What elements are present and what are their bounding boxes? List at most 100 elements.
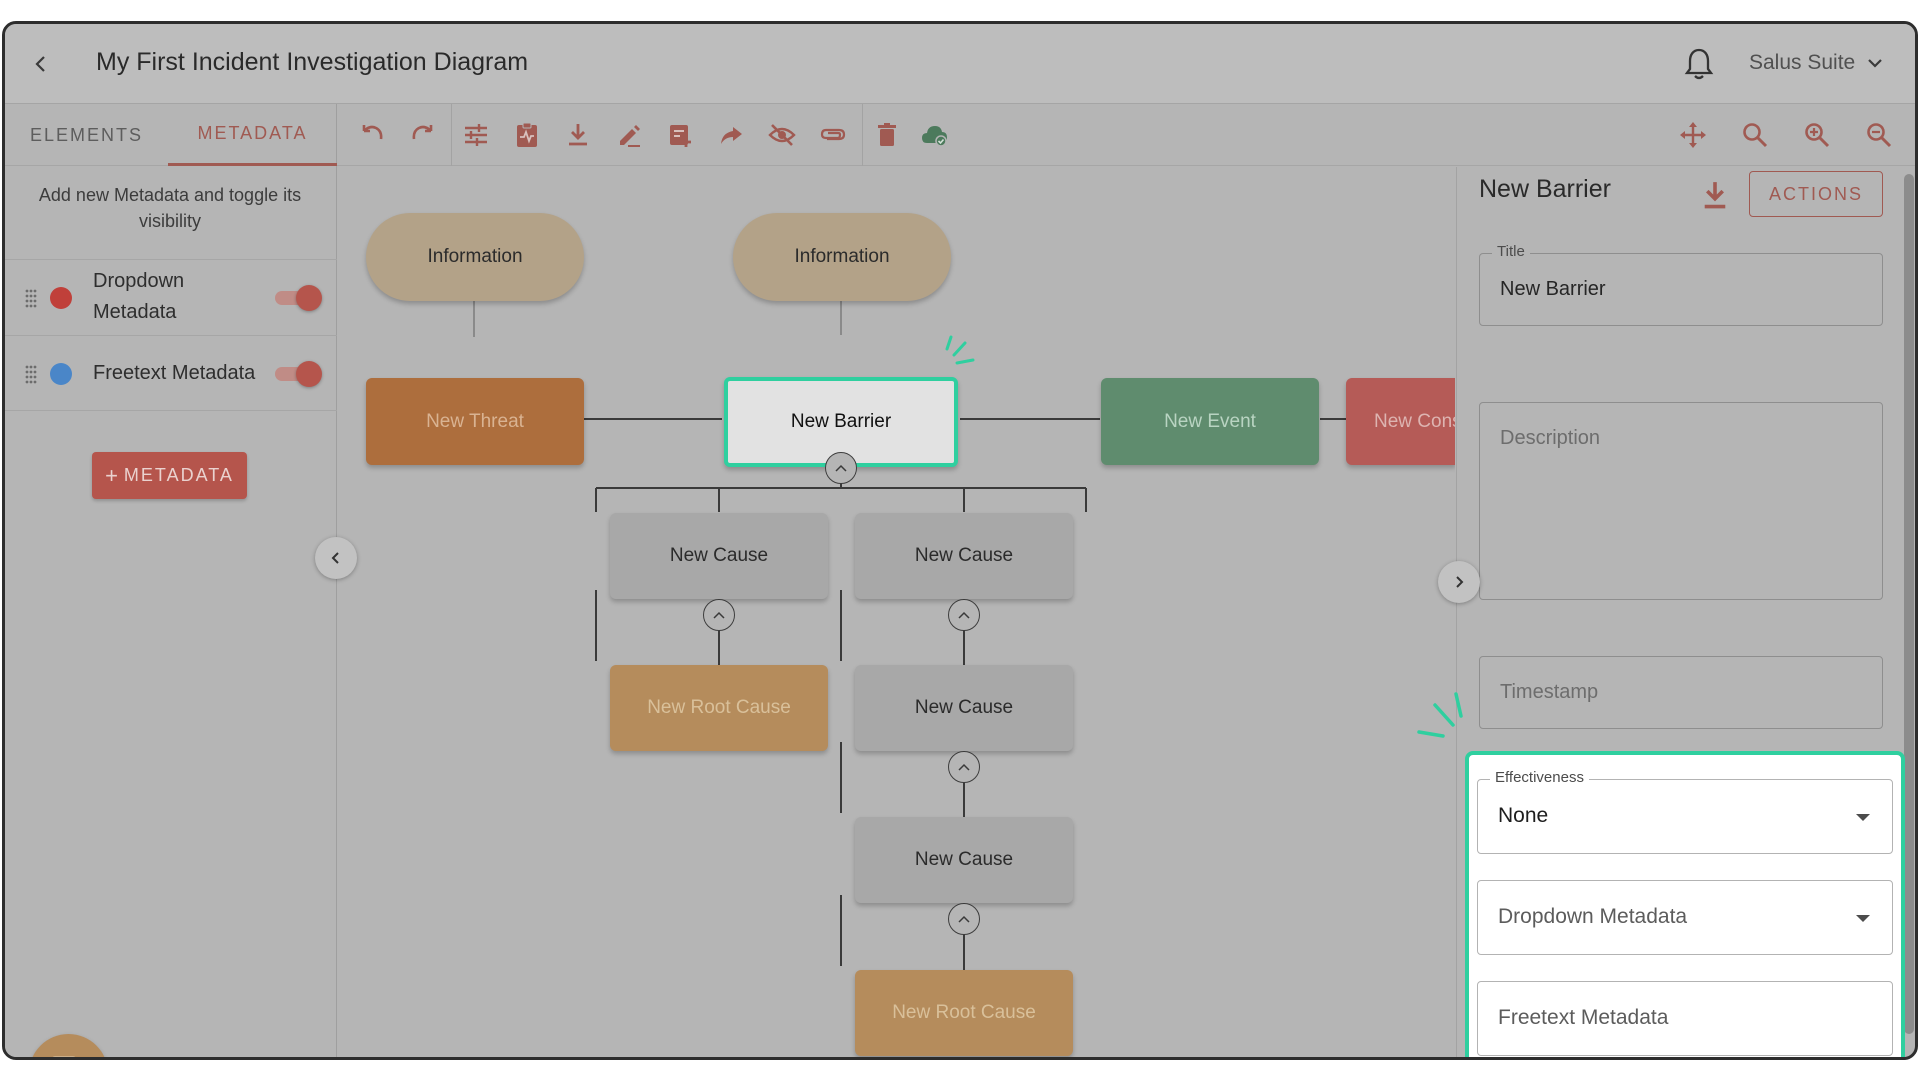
attach-icon [820, 128, 846, 141]
chevron-left-icon [331, 552, 339, 564]
collapse-toggle[interactable] [948, 751, 980, 783]
tab-elements[interactable]: ELEMENTS [29, 124, 144, 145]
cause-node[interactable]: New Cause [610, 513, 828, 599]
move-icon [1680, 122, 1706, 148]
title-field[interactable]: Title New Barrier [1479, 243, 1883, 326]
share-button[interactable] [712, 116, 750, 154]
event-node[interactable]: New Event [1101, 378, 1319, 465]
add-form-button[interactable] [661, 116, 699, 154]
visibility-toggle[interactable] [271, 285, 322, 311]
metadata-item[interactable]: Freetext Metadata [5, 335, 337, 411]
chevron-up-icon [958, 763, 970, 771]
metadata-label: Freetext Metadata [93, 362, 256, 384]
consequence-node[interactable]: New Cons [1346, 378, 1455, 465]
plus-icon: + [105, 462, 120, 488]
collapse-toggle[interactable] [948, 599, 980, 631]
sparkle-icon [945, 335, 975, 365]
cause-node[interactable]: New Cause [855, 817, 1073, 903]
back-button[interactable] [23, 46, 59, 82]
chevron-left-icon [35, 56, 45, 72]
metadata-item[interactable]: Dropdown Metadata [5, 259, 337, 335]
title-field-label: Title [1492, 243, 1530, 260]
effectiveness-value: None [1498, 804, 1549, 827]
edit-button[interactable] [610, 116, 648, 154]
redo-icon [412, 125, 433, 140]
collapse-left-panel-button[interactable] [315, 537, 357, 579]
timestamp-placeholder: Timestamp [1500, 681, 1599, 703]
tab-metadata[interactable]: METADATA [168, 104, 337, 166]
toggle-visibility-button[interactable] [763, 116, 801, 154]
root-cause-node[interactable]: New Root Cause [610, 665, 828, 751]
actions-button[interactable]: ACTIONS [1749, 171, 1883, 217]
download-button[interactable] [559, 116, 597, 154]
notifications-button[interactable] [1682, 46, 1716, 82]
drag-handle-icon[interactable] [24, 288, 38, 308]
collapse-toggle[interactable] [948, 903, 980, 935]
visibility-toggle[interactable] [271, 361, 322, 387]
undo-button[interactable] [353, 116, 391, 154]
collapse-right-panel-button[interactable] [1438, 561, 1480, 603]
collapse-toggle[interactable] [825, 452, 857, 484]
search-icon [1743, 123, 1768, 148]
information-node[interactable]: Information [733, 213, 951, 301]
freetext-metadata-field[interactable]: Freetext Metadata [1477, 981, 1893, 1056]
help-chat-icon [51, 1056, 76, 1057]
dropdown-metadata-placeholder: Dropdown Metadata [1498, 905, 1688, 928]
effectiveness-label: Effectiveness [1490, 769, 1589, 786]
chevron-right-icon [1456, 576, 1464, 588]
bell-icon [1684, 48, 1714, 80]
cause-node[interactable]: New Cause [855, 665, 1073, 751]
edit-icon [620, 125, 640, 147]
left-panel: ELEMENTS METADATA Add new Metadata and t… [5, 104, 337, 1057]
attach-button[interactable] [814, 116, 852, 154]
dropdown-metadata-select[interactable]: Dropdown Metadata [1477, 880, 1893, 955]
metadata-label: Dropdown Metadata [93, 270, 185, 323]
account-label: Salus Suite [1749, 51, 1856, 74]
toolbar [337, 104, 1915, 166]
freetext-metadata-placeholder: Freetext Metadata [1498, 1006, 1669, 1029]
filter-settings-button[interactable] [457, 116, 495, 154]
add-metadata-button[interactable]: + METADATA [92, 452, 247, 499]
account-menu[interactable]: Salus Suite [1749, 51, 1883, 75]
zoom-out-icon [1867, 123, 1892, 148]
panel-scrollbar[interactable] [1904, 174, 1914, 1034]
redo-button[interactable] [404, 116, 442, 154]
page-title: My First Incident Investigation Diagram [96, 48, 529, 76]
effectiveness-select[interactable]: Effectiveness None [1477, 769, 1893, 854]
panel-title: New Barrier [1479, 175, 1611, 203]
zoom-out-button[interactable] [1860, 116, 1898, 154]
diagram-canvas[interactable]: Information Information New Threat New B… [338, 167, 1455, 1057]
root-cause-node[interactable]: New Root Cause [855, 970, 1073, 1056]
cloud-sync-status[interactable] [915, 116, 953, 154]
title-field-value: New Barrier [1500, 278, 1606, 300]
app-window: My First Incident Investigation Diagram … [2, 21, 1918, 1060]
highlighted-fields-section: Effectiveness None Dropdown Metadata Fre… [1465, 751, 1905, 1057]
information-node[interactable]: Information [366, 213, 584, 301]
timestamp-field[interactable]: Timestamp [1479, 656, 1883, 729]
chevron-up-icon [958, 915, 970, 923]
cause-node[interactable]: New Cause [855, 513, 1073, 599]
metadata-color-dot [50, 287, 72, 309]
help-chat-button[interactable] [29, 1034, 108, 1057]
download-icon [1704, 182, 1726, 209]
delete-button[interactable] [868, 116, 906, 154]
share-icon [721, 127, 742, 144]
add-form-icon [670, 125, 691, 147]
chevron-up-icon [958, 611, 970, 619]
drag-handle-icon[interactable] [24, 364, 38, 384]
collapse-toggle[interactable] [703, 599, 735, 631]
pan-button[interactable] [1674, 116, 1712, 154]
download-element-button[interactable] [1697, 177, 1733, 213]
left-panel-tabs: ELEMENTS METADATA [5, 104, 337, 166]
search-button[interactable] [1736, 116, 1774, 154]
description-field[interactable]: Description [1479, 402, 1883, 600]
health-report-icon [517, 122, 537, 147]
chevron-up-icon [835, 464, 847, 472]
chevron-down-icon [1868, 59, 1883, 68]
zoom-in-button[interactable] [1798, 116, 1836, 154]
delete-icon [878, 123, 896, 146]
description-placeholder: Description [1500, 427, 1601, 449]
dropdown-arrow-icon [1856, 915, 1870, 922]
threat-node[interactable]: New Threat [366, 378, 584, 465]
report-button[interactable] [508, 116, 546, 154]
